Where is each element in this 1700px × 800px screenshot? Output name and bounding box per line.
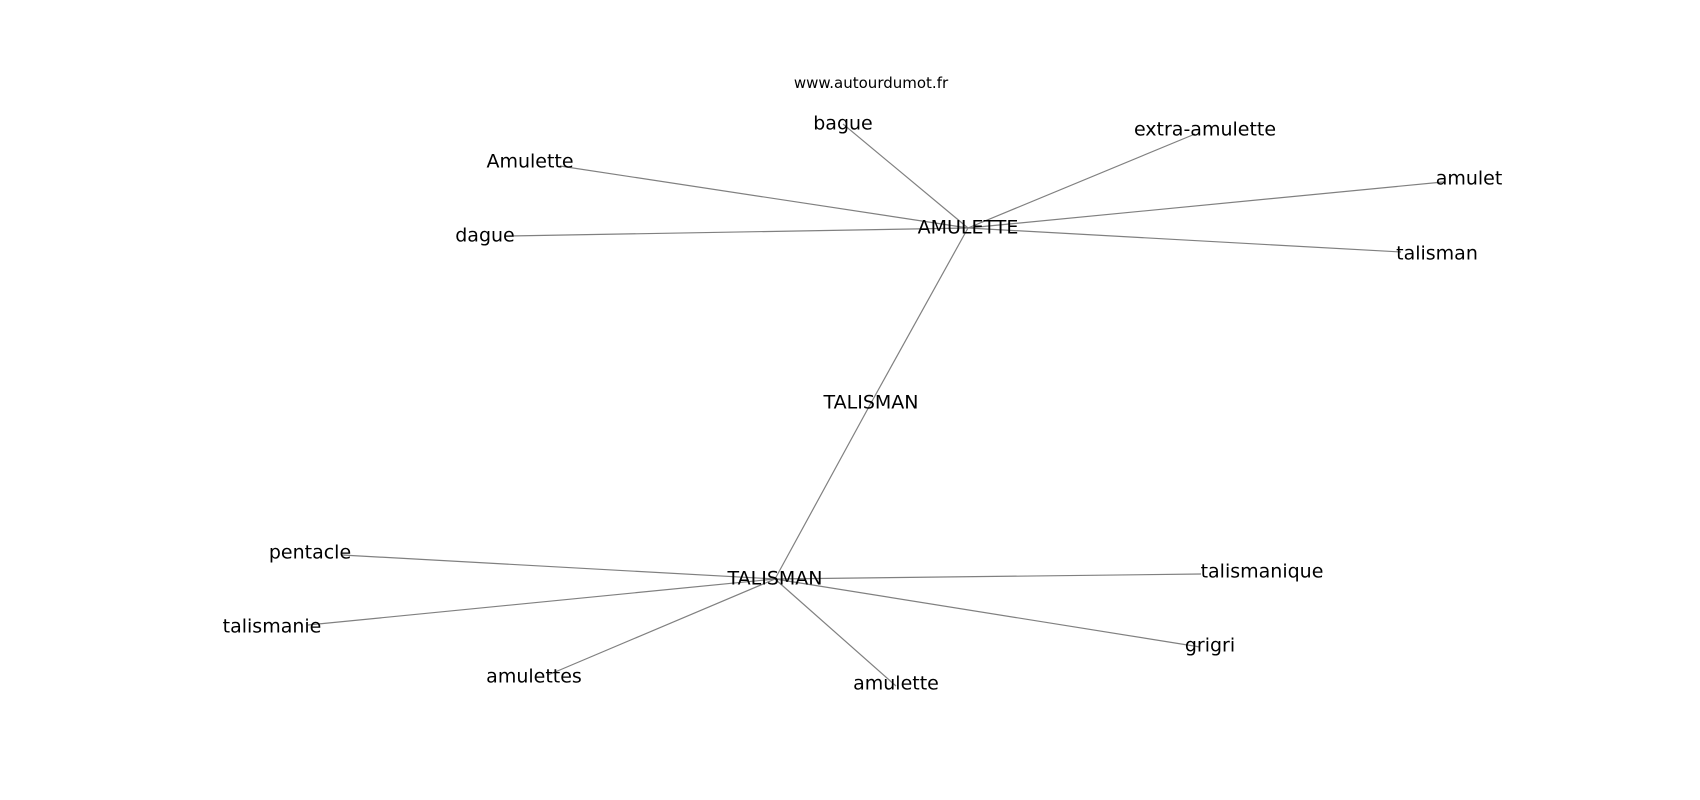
node-label-amulette: amulette — [853, 672, 939, 695]
edge-talisman_root-talismanique — [774, 573, 1202, 580]
edge-talisman_root-grigri — [774, 578, 1201, 648]
node-label-grigri: grigri — [1184, 634, 1236, 657]
node-label-amulette-root: AMULETTE — [917, 216, 1019, 239]
node-label-talisman-root: TALISMAN — [727, 567, 823, 590]
node-label-talismanique: talismanique — [1200, 560, 1324, 583]
edge-layer — [307, 123, 1444, 687]
node-label-bague: bague — [813, 112, 873, 135]
node-label-amulet: amulet — [1435, 167, 1503, 190]
edge-amulette_root-bague — [842, 123, 969, 229]
edge-talisman_root-pentacle — [341, 554, 776, 580]
edge-amulette_root-amulet — [967, 181, 1444, 229]
edge-talisman_root-amulettes — [547, 578, 776, 676]
edge-amulette_root-extra_amulette — [967, 133, 1196, 229]
node-label-dague: dague — [455, 224, 515, 247]
node-label-extra-amulette: extra-amulette — [1133, 118, 1277, 141]
edge-talisman_root-amulette — [774, 578, 897, 687]
site-watermark: www.autourdumot.fr — [793, 74, 949, 92]
node-label-Amulette: Amulette — [486, 150, 574, 173]
edge-amulette_root-talisman_mid — [870, 227, 969, 404]
edge-amulette_root-talisman — [967, 227, 1402, 253]
node-label-amulettes: amulettes — [486, 665, 582, 688]
edge-amulette_root-Amulette — [559, 165, 969, 229]
node-label-talisman: talisman — [1396, 242, 1478, 265]
node-label-talisman-mid: TALISMAN — [823, 391, 919, 414]
edge-amulette_root-dague — [508, 227, 969, 237]
edge-talisman_mid-talisman_root — [774, 402, 872, 580]
node-label-pentacle: pentacle — [268, 541, 352, 564]
edge-talisman_root-talismanie — [307, 578, 776, 626]
node-label-talismanie: talismanie — [222, 615, 322, 638]
